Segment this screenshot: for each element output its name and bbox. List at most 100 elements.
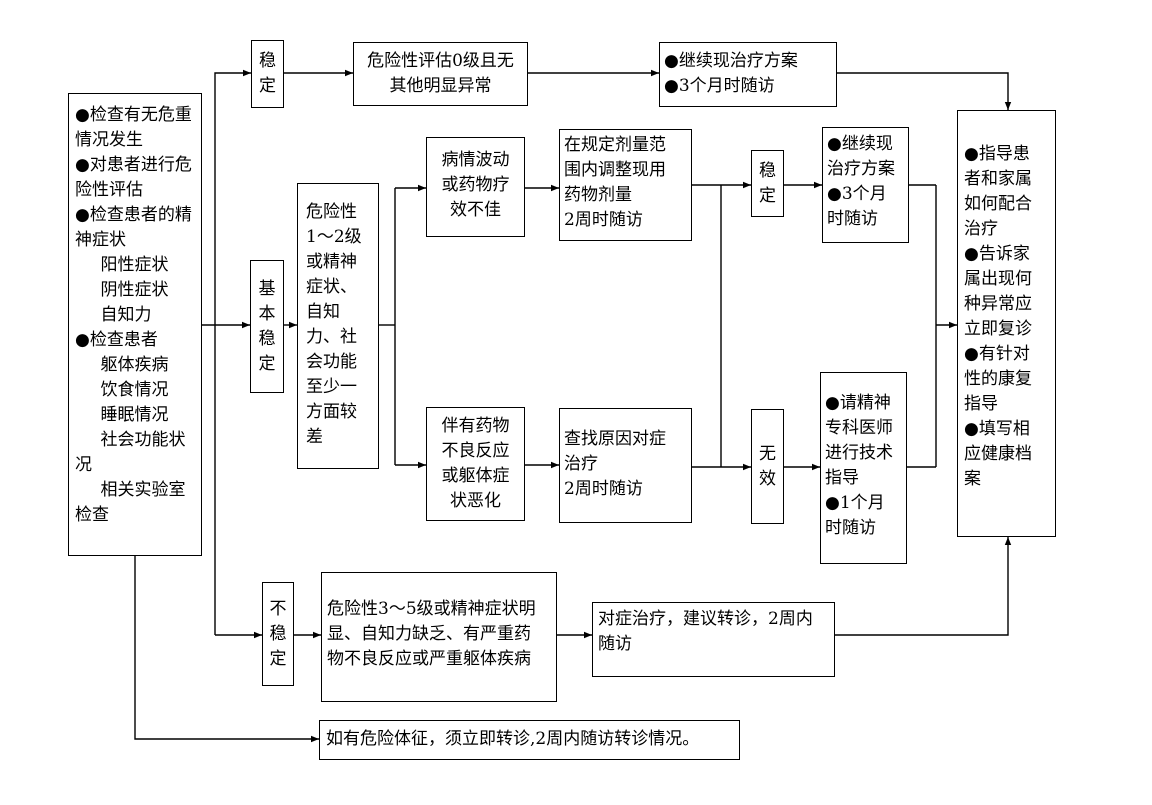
initial-check-box: ●检查有无危重 情况发生 ●对患者进行危 险性评估 ●检查患者的精 神症状 阳性…: [68, 93, 202, 556]
specialist-line: 时随访: [825, 518, 876, 538]
guidance-box: ●指导患 者和家属 如何配合 治疗 ●告诉家 属出现何 种异常应 立即复诊 ●有…: [957, 110, 1056, 537]
find-cause-line: 查找原因对症: [564, 429, 666, 449]
risk-level-0-line: 危险性评估0级且无: [367, 51, 514, 71]
stable-plan-line: ●继续现治疗方案: [664, 51, 798, 71]
adjust-dose-line: 2周时随访: [564, 210, 643, 230]
adjust-dose-box: 在规定剂量范 围内调整现用 药物剂量 2周时随访: [559, 129, 692, 241]
risk-level-1-2-line: 差: [306, 427, 323, 447]
initial-check-line: 饮食情况: [100, 380, 169, 400]
edge-referral-to-guidance: [835, 537, 1012, 636]
guidance-line: 属出现何: [964, 269, 1032, 289]
risk-level-1-2-line: 会功能: [306, 352, 357, 372]
specialist-line: 专科医师: [825, 418, 893, 438]
specialist-box: ●请精神 专科医师 进行技术 指导 ●1个月 时随访: [820, 372, 907, 564]
find-cause-line: 治疗: [564, 454, 598, 474]
risk-level-1-2-line: 症状、: [306, 277, 357, 297]
basic-stable-label-char: 基: [258, 278, 276, 299]
basic-stable-label-char: 定: [258, 353, 276, 374]
risk-level-1-2-line: 自知: [306, 302, 340, 322]
guidance-line: ●填写相: [964, 419, 1030, 439]
risk-level-1-2-line: 危险性: [306, 202, 357, 222]
fluctuation-box: 病情波动 或药物疗 效不佳: [426, 137, 525, 237]
ineffective-label-char: 无: [759, 443, 776, 464]
specialist-line: 进行技术: [825, 443, 893, 463]
specialist-line: ●请精神: [825, 393, 891, 413]
risk-level-1-2-line: 方面较: [306, 402, 357, 422]
side-effects-line: 状恶化: [450, 491, 501, 511]
danger-signs-box: 如有危险体征，须立即转诊,2周内随访转诊情况。: [319, 720, 740, 760]
unstable-label-char: 稳: [269, 623, 287, 644]
danger-signs-line: 如有危险体征，须立即转诊,2周内随访转诊情况。: [326, 729, 700, 749]
guidance-line: 性的康复: [964, 369, 1032, 389]
guidance-line: ●有针对: [964, 344, 1030, 364]
find-cause-line: 2周时随访: [564, 479, 643, 499]
basic-stable-label-char: 稳: [258, 328, 276, 349]
specialist-line: 指导: [825, 468, 859, 488]
fluctuation-line: 效不佳: [450, 200, 501, 220]
symptomatic-referral-box: 对症治疗，建议转诊，2周内 随访: [592, 602, 835, 677]
risk-level-1-2-line: 或精神: [306, 252, 357, 272]
side-effects-line: 伴有药物: [441, 416, 510, 436]
initial-check-line: ●检查有无危重: [75, 105, 192, 125]
risk-level-3-5-box: 危险性3～5级或精神症状明 显、自知力缺乏、有严重药 物不良反应或严重躯体疾病: [321, 572, 557, 702]
risk-level-1-2-line: 至少一: [306, 377, 357, 397]
stable-label-box: 稳 定: [251, 40, 284, 108]
continue-plan-2-line: ●3个月: [827, 184, 887, 204]
edge-initial-to-danger: [134, 556, 319, 743]
guidance-line: 立即复诊: [964, 319, 1032, 339]
risk-level-3-5-line: 物不良反应或严重躯体疾病: [327, 649, 531, 669]
initial-check-line: ●检查患者的精: [75, 205, 192, 225]
risk-level-0-line: 其他明显异常: [389, 76, 492, 96]
risk-level-3-5-line: 危险性3～5级或精神症状明: [327, 599, 536, 619]
stable-label-char: 稳: [259, 51, 276, 71]
stable-plan-line: ●3个月时随访: [664, 76, 775, 96]
basic-stable-label-box: 基 本 稳 定: [250, 260, 284, 393]
guidance-line: 指导: [964, 394, 998, 414]
continue-plan-2-line: ●继续现: [827, 134, 893, 154]
side-effects-box: 伴有药物 不良反应 或躯体症 状恶化: [426, 407, 525, 521]
guidance-line: 应健康档: [964, 444, 1032, 464]
initial-check-line: 睡眠情况: [100, 405, 169, 425]
initial-check-line: 险性评估: [75, 180, 143, 200]
ineffective-label-char: 效: [759, 468, 776, 489]
initial-check-line: ●检查患者: [75, 330, 158, 350]
fluctuation-line: 病情波动: [441, 150, 510, 170]
risk-level-3-5-line: 显、自知力缺乏、有严重药: [327, 624, 531, 644]
stable-label-2-char: 定: [759, 185, 776, 206]
ineffective-label-box: 无 效: [751, 409, 784, 524]
unstable-label-box: 不 稳 定: [262, 582, 294, 686]
initial-check-line: ●对患者进行危: [75, 155, 192, 175]
guidance-line: 者和家属: [964, 169, 1032, 189]
basic-stable-label-char: 本: [258, 303, 276, 324]
guidance-line: 种异常应: [964, 294, 1032, 314]
initial-check-line: 况: [75, 455, 92, 475]
unstable-label-char: 不: [269, 598, 287, 619]
find-cause-box: 查找原因对症 治疗 2周时随访: [559, 408, 692, 523]
guidance-line: 如何配合: [964, 194, 1032, 214]
continue-plan-2-box: ●继续现 治疗方案 ●3个月 时随访: [822, 127, 909, 243]
fluctuation-line: 或药物疗: [441, 175, 510, 195]
adjust-dose-line: 在规定剂量范: [564, 135, 666, 155]
continue-plan-2-line: 时随访: [827, 209, 878, 229]
initial-check-line: 自知力: [100, 305, 152, 325]
side-effects-line: 或躯体症: [441, 466, 510, 486]
side-effects-line: 不良反应: [441, 441, 510, 461]
stable-label-2-box: 稳 定: [751, 150, 784, 217]
initial-check-line: 相关实验室: [100, 480, 186, 500]
stable-plan-box: ●继续现治疗方案 ●3个月时随访: [659, 42, 837, 107]
edge-plan-to-guidance: [837, 72, 1012, 110]
initial-check-line: 社会功能状: [100, 430, 186, 450]
continue-plan-2-line: 治疗方案: [827, 159, 895, 179]
risk-level-0-box: 危险性评估0级且无 其他明显异常: [353, 42, 528, 106]
initial-check-line: 检查: [75, 505, 109, 525]
edge-initial-to-stable: [214, 69, 251, 93]
specialist-line: ●1个月: [825, 493, 885, 513]
risk-level-1-2-line: 力、社: [306, 327, 357, 347]
initial-check-line: 躯体疾病: [100, 355, 169, 375]
adjust-dose-line: 药物剂量: [564, 185, 632, 205]
guidance-line: 治疗: [964, 219, 998, 239]
initial-check-line: 情况发生: [75, 130, 143, 150]
initial-check-line: 阴性症状: [100, 280, 169, 300]
risk-level-1-2-box: 危险性 1～2级 或精神 症状、 自知 力、社 会功能 至少一 方面较 差: [297, 183, 379, 469]
